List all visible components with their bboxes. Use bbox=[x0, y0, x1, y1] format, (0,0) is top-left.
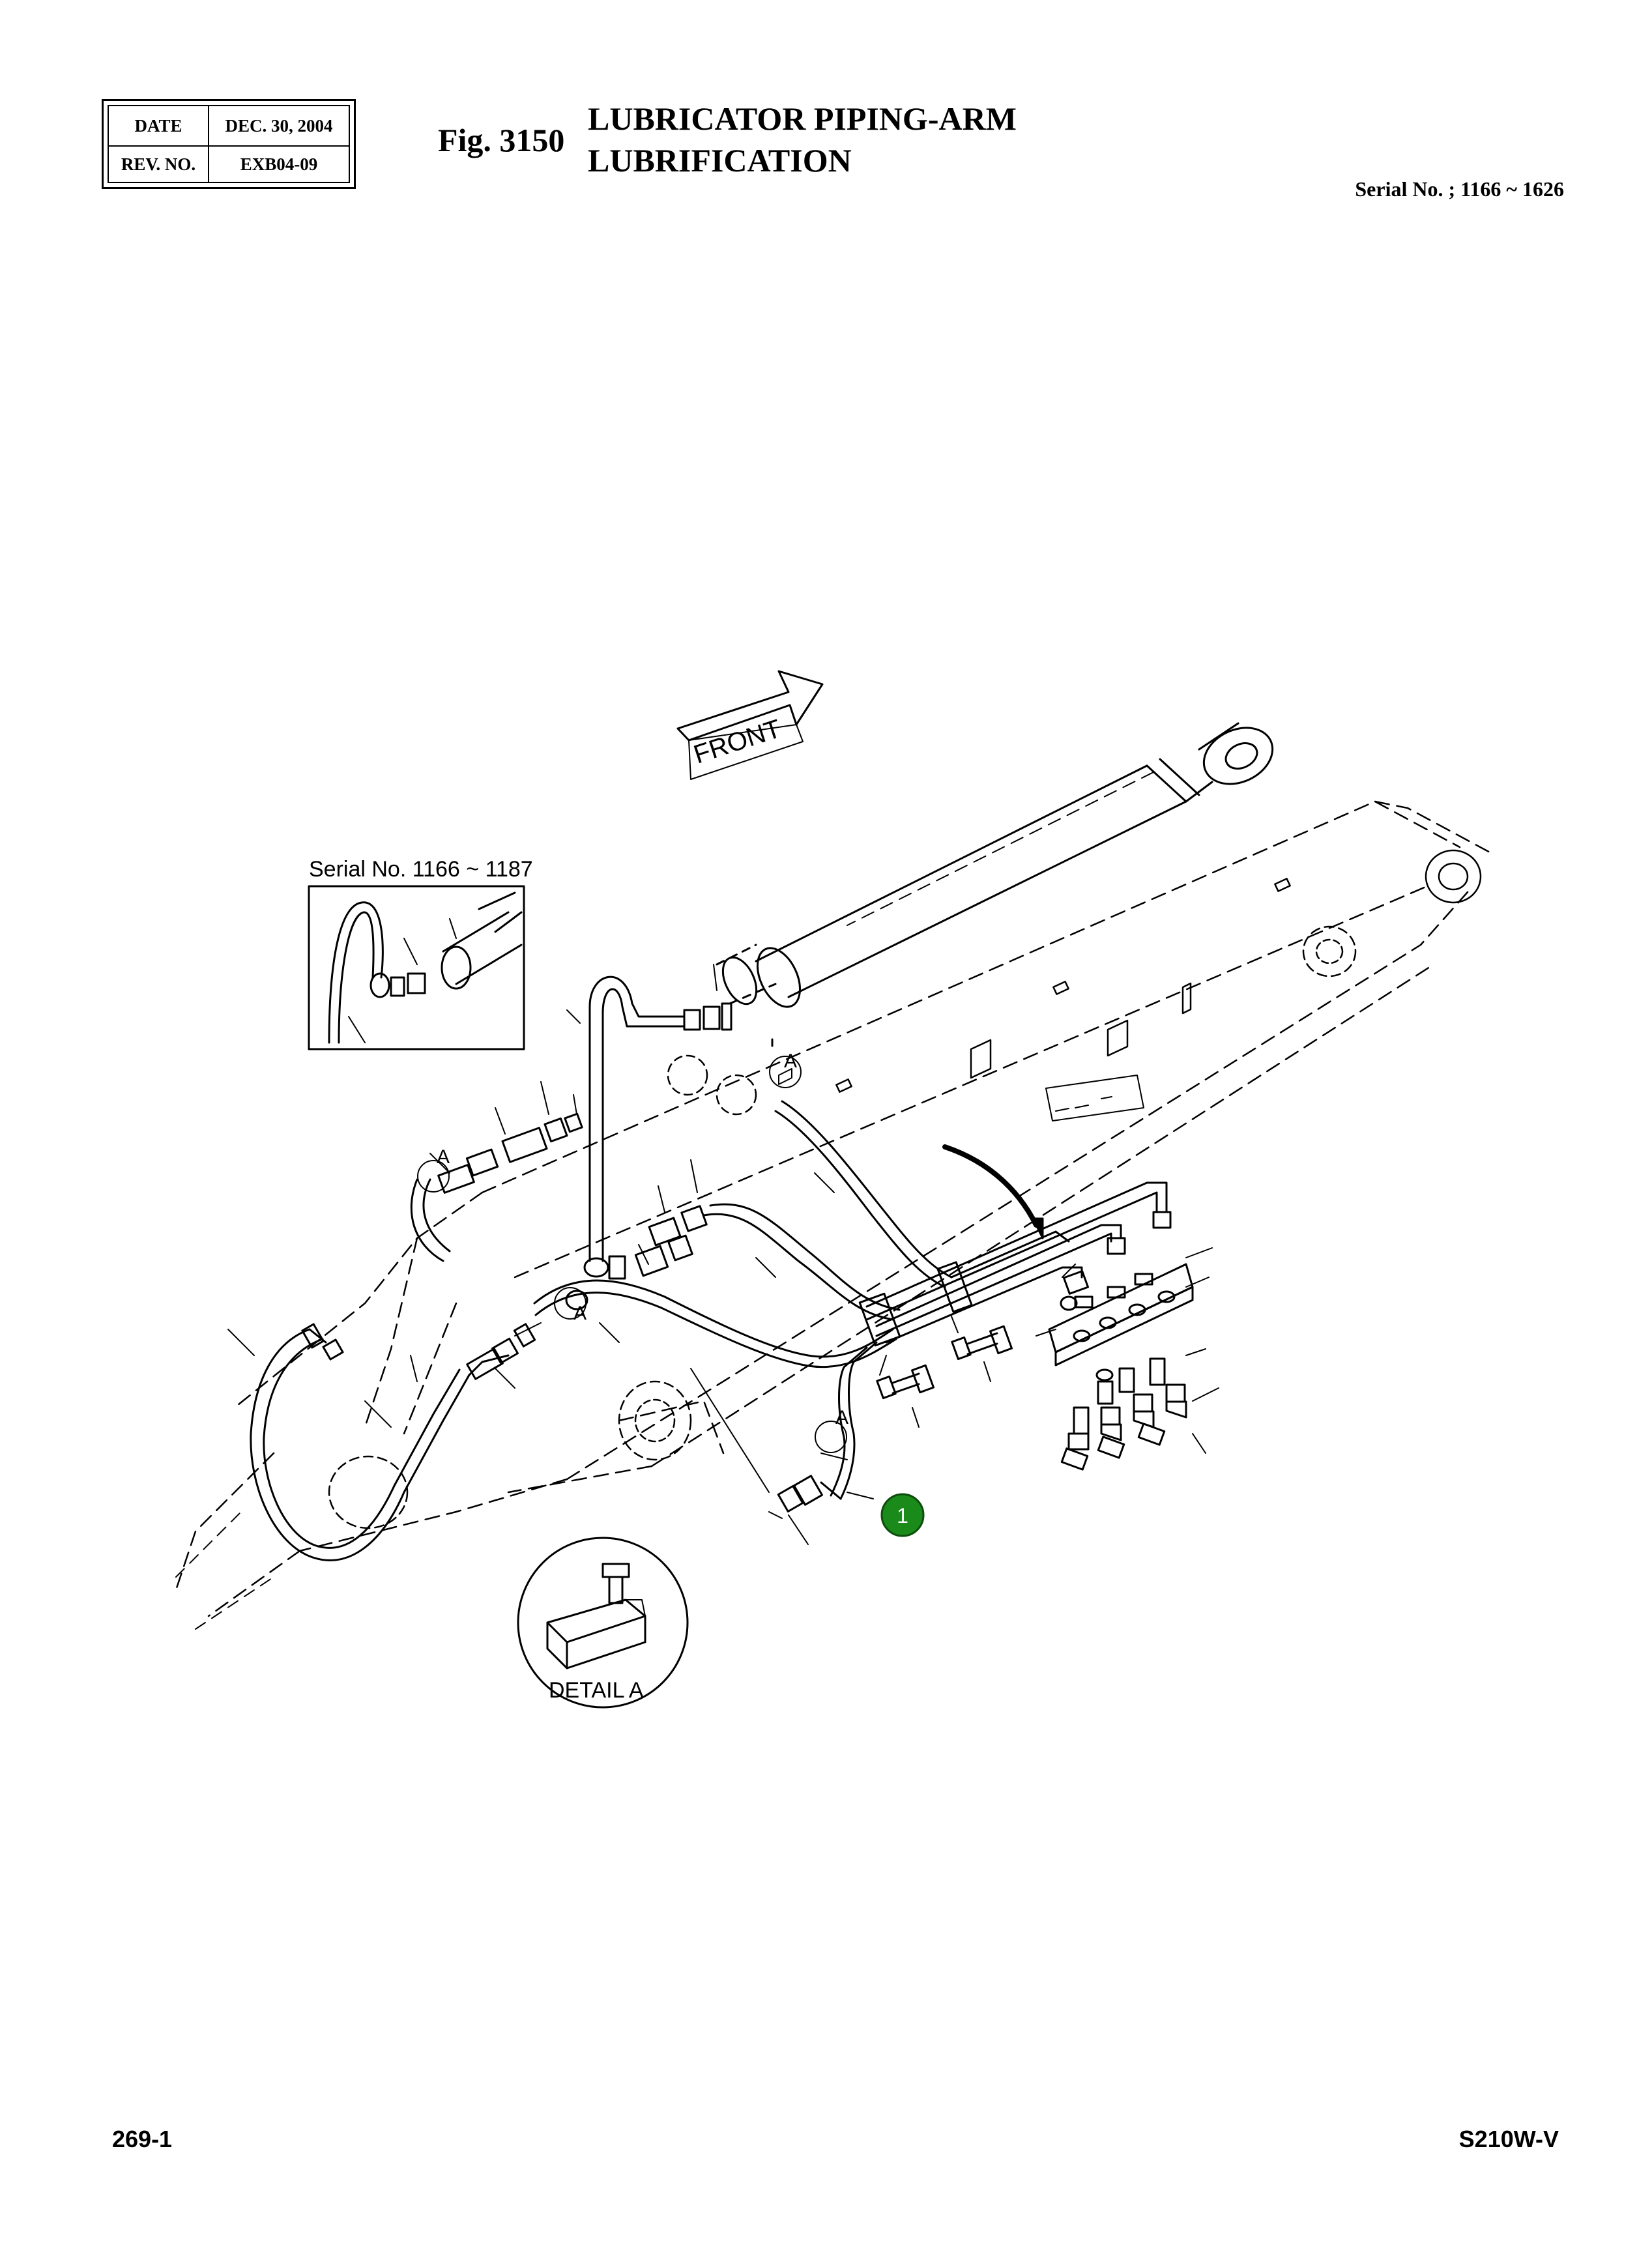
page-number: 269-1 bbox=[112, 2126, 173, 2152]
date-label-cell: DATE bbox=[109, 106, 209, 147]
callout-a-1: A bbox=[437, 1146, 450, 1168]
boom-extension bbox=[175, 1511, 274, 1630]
callout-a-circles bbox=[769, 1038, 802, 1088]
rev-value-cell: EXB04-09 bbox=[209, 147, 349, 182]
arm-brackets bbox=[835, 878, 1291, 1093]
clamp-bolts bbox=[876, 1325, 1013, 1428]
serial-range: Serial No. ; 1166 ~ 1626 bbox=[1355, 177, 1564, 201]
left-bucket-hoses bbox=[227, 1323, 536, 1561]
lower-hose bbox=[690, 1368, 874, 1545]
rev-value: EXB04-09 bbox=[240, 154, 318, 174]
figure-title-line2: LUBRIFICATION bbox=[588, 142, 852, 179]
part-callout-number: 1 bbox=[897, 1504, 908, 1527]
date-value: DEC. 30, 2004 bbox=[225, 115, 333, 136]
callout-a-4: A bbox=[835, 1407, 848, 1428]
left-fittings bbox=[410, 1081, 583, 1262]
model-number: S210W-V bbox=[1458, 2126, 1559, 2152]
callout-a-3: A bbox=[573, 1303, 587, 1324]
inset-serial-label: Serial No. 1166 ~ 1187 bbox=[309, 857, 533, 882]
date-label: DATE bbox=[134, 115, 182, 136]
figure-number: Fig. 3150 bbox=[438, 122, 565, 158]
arm-cylinder bbox=[716, 722, 1274, 1008]
figure-title-line1: LUBRICATOR PIPING-ARM bbox=[588, 100, 1017, 137]
part-callout-circle bbox=[880, 1493, 925, 1537]
inset-serial-box bbox=[308, 885, 525, 1050]
detail-a bbox=[517, 1537, 689, 1709]
callout-a-2: A bbox=[784, 1050, 797, 1072]
manifold-block bbox=[1036, 1075, 1219, 1471]
vertical-hose bbox=[566, 964, 732, 1280]
date-value-cell: DEC. 30, 2004 bbox=[209, 106, 349, 147]
callout-a-letters: A A A A bbox=[437, 1050, 848, 1428]
detail-a-label: DETAIL A bbox=[549, 1678, 644, 1703]
pipe-bundle bbox=[830, 1144, 1172, 1500]
center-hoses bbox=[514, 1100, 953, 1368]
figure-title: LUBRICATOR PIPING-ARM LUBRIFICATION bbox=[588, 98, 1017, 181]
front-arrow-icon: FRONT bbox=[676, 670, 824, 780]
rev-label: REV. NO. bbox=[121, 154, 196, 174]
revision-table-inner: DATE DEC. 30, 2004 REV. NO. EXB04-09 bbox=[108, 105, 350, 183]
revision-table: DATE DEC. 30, 2004 REV. NO. EXB04-09 bbox=[102, 99, 356, 189]
arm-end-boss bbox=[328, 849, 1482, 1529]
arm-body bbox=[175, 800, 1494, 1617]
rev-label-cell: REV. NO. bbox=[109, 147, 209, 182]
part-callout-1[interactable]: 1 bbox=[880, 1493, 925, 1537]
